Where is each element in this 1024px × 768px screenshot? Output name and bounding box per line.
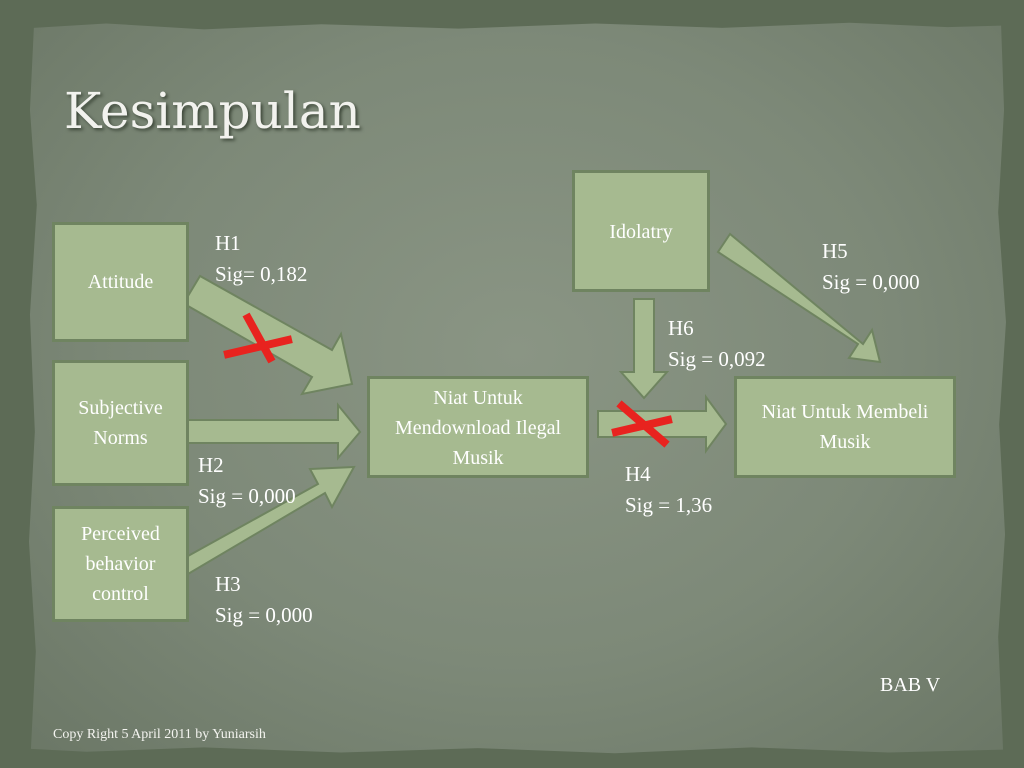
node-attitude-label: Attitude [87,271,154,293]
label-h3: H3 Sig = 0,000 [215,569,313,631]
node-subjective-norms: Subjective Norms [52,360,189,486]
h2-name: H2 [198,453,224,477]
node-pbc-label: Perceived behavior control [81,523,160,605]
h5-sig: Sig = 0,000 [822,270,920,294]
h6-sig: Sig = 0,092 [668,347,766,371]
arrow-attitude-to-download [187,274,354,396]
arrow-idolatry-down [618,298,670,400]
h1-sig: Sig= 0,182 [215,262,308,286]
reject-mark-h4-stroke-b [611,415,673,437]
node-attitude: Attitude [52,222,189,342]
section-label: BAB V [880,674,941,696]
label-h6: H6 Sig = 0,092 [668,313,766,375]
label-h2: H2 Sig = 0,000 [198,450,296,512]
node-idolatry: Idolatry [572,170,710,292]
arrow-idolatry-to-membeli [716,232,882,364]
node-niat-download-label: Niat Untuk Mendownload Ilegal Musik [394,387,562,469]
h4-name: H4 [625,462,651,486]
node-subjective-norms-label: Subjective Norms [78,397,163,449]
node-idolatry-label: Idolatry [609,221,673,243]
node-niat-membeli: Niat Untuk Membeli Musik [734,376,956,478]
slide-title: Kesimpulan [64,82,361,140]
label-h1: H1 Sig= 0,182 [215,228,307,290]
node-perceived-behavior-control: Perceived behavior control [52,506,189,622]
arrow-pbc-to-download [187,465,356,576]
copyright-footer: Copy Right 5 April 2011 by Yuniarsih [53,727,266,742]
reject-mark-h1-stroke-b [223,335,293,359]
h1-name: H1 [215,231,241,255]
label-h5: H5 Sig = 0,000 [822,236,920,298]
reject-mark-h1-stroke-a [242,312,276,364]
h2-sig: Sig = 0,000 [198,484,296,508]
h3-sig: Sig = 0,000 [215,603,313,627]
node-niat-membeli-label: Niat Untuk Membeli Musik [761,401,929,453]
h3-name: H3 [215,572,241,596]
h6-name: H6 [668,316,694,340]
h5-name: H5 [822,239,848,263]
label-h4: H4 Sig = 1,36 [625,459,712,521]
h4-sig: Sig = 1,36 [625,493,713,517]
arrow-subjective-norms-to-download [187,402,362,461]
node-niat-download: Niat Untuk Mendownload Ilegal Musik [367,376,589,478]
